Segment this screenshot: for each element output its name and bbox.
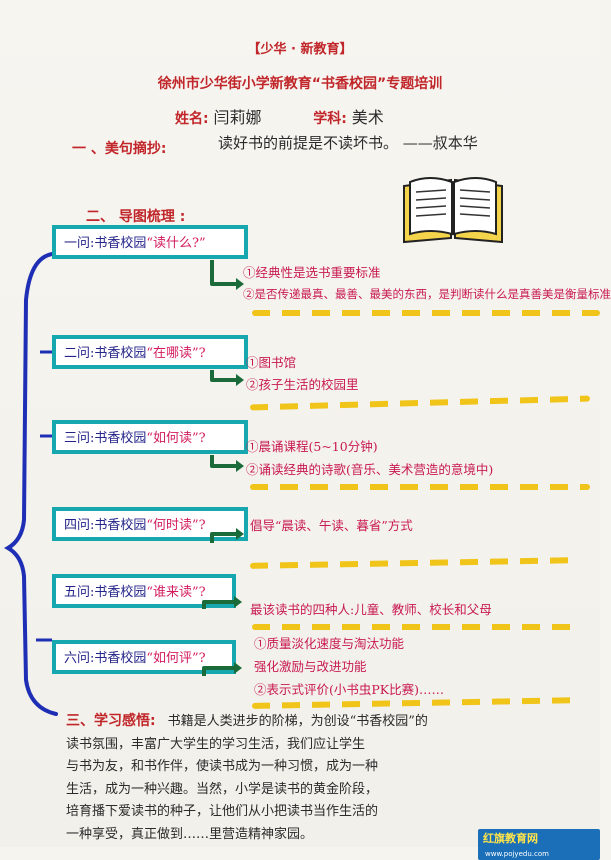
author-meta: 姓名: 闫莉娜 学科: 美术 [175, 104, 384, 128]
question-3-focus: “如何读”? [146, 431, 206, 446]
page-title: 徐州市少华街小学新教育“书香校园”专题培训 [157, 76, 443, 92]
question-4-prefix: 四问:书香校园 [64, 518, 147, 533]
section1-heading: 一 、美句摘抄: [72, 141, 167, 157]
name-label: 姓名: [175, 111, 209, 127]
reflection-line-6: 一种享受，真正做到……里营造精神家园。 [66, 826, 314, 842]
separator-3 [250, 484, 590, 490]
question-5-prefix: 五问:书香校园 [64, 585, 147, 600]
question-box-1: 一问:书香校园“读什么?” [52, 225, 248, 259]
subject-value: 美术 [351, 108, 384, 127]
answer-5-line-1: 最该读书的四种人:儿童、教师、校长和父母 [250, 602, 492, 617]
reflection-block: 三、学习感悟: 书籍是人类进步的阶梯，为创设“书香校园”的 读书氛围，丰富广大学生… [66, 710, 536, 847]
question-1-prefix: 一问:书香校园 [64, 236, 147, 251]
watermark-logo: 红旗教育网 www.pojyedu.com [478, 829, 600, 860]
section3-heading: 三、学习感悟: [66, 713, 156, 729]
question-4-focus: “何时读”? [146, 518, 206, 533]
question-5-focus: “谁来读”? [146, 585, 206, 600]
mindmap-brace [3, 252, 58, 716]
header-tag: 【少华 · 新教育】 [247, 42, 353, 57]
answer-2-line-2: ②孩子生活的校园里 [246, 377, 359, 392]
answer-3-line-2: ②诵读经典的诗歌(音乐、美术营造的意境中) [246, 462, 494, 477]
answer-4-line-1: 倡导“晨读、午读、暮省”方式 [250, 518, 413, 533]
reflection-line-4: 生活，成为一种兴趣。当然，小学是读书的黄金阶段， [66, 781, 379, 797]
name-value: 闫莉娜 [213, 108, 262, 127]
reflection-line-1: 书籍是人类进步的阶梯，为创设“书香校园”的 [167, 714, 428, 729]
separator-1 [252, 310, 600, 316]
separator-5 [252, 624, 582, 630]
question-2-focus: “在哪读”? [146, 346, 206, 361]
question-6-prefix: 六问:书香校园 [64, 651, 147, 666]
reflection-line-3: 与书为友，和书作伴，使读书成为一种习惯，成为一种 [66, 759, 379, 775]
reflection-line-2: 读书氛围，丰富广大学生的学习生活，我们应让学生 [66, 736, 366, 752]
answer-1-line-2: ②是否传递最真、最善、最美的东西，是判断读什么是真善美是衡量标准 [243, 287, 611, 301]
answer-6-line-2: 强化激励与改进功能 [254, 659, 367, 674]
question-6-focus: “如何评”? [146, 651, 206, 666]
watermark-url: www.pojyedu.com [485, 850, 549, 858]
question-box-3: 三问:书香校园“如何读”? [52, 420, 248, 454]
quote-text: 读好书的前提是不读坏书。 ——叔本华 [218, 134, 478, 152]
subject-label: 学科: [313, 111, 347, 127]
answer-6-line-1: ①质量淡化速度与淘汰功能 [254, 636, 405, 651]
answer-6-line-3: ②表示式评价(小书虫PK比赛)…… [254, 682, 445, 697]
reflection-line-5: 培育播下爱读书的种子，让他们从小把读书当作生活的 [66, 804, 379, 820]
section2-heading: 二、 导图梳理 : [86, 209, 186, 225]
answer-3-line-1: ①晨诵课程(5~10分钟) [246, 439, 378, 454]
connector-arrows [202, 260, 244, 676]
question-1-focus: “读什么?” [146, 236, 206, 251]
answer-2-line-1: ①图书馆 [246, 355, 297, 370]
open-book-icon [403, 177, 503, 244]
question-2-prefix: 二问:书香校园 [64, 346, 147, 361]
question-box-2: 二问:书香校园“在哪读”? [52, 335, 248, 369]
answer-1-line-1: ①经典性是选书重要标准 [243, 265, 381, 280]
watermark-text: 红旗教育网 [483, 832, 538, 845]
question-3-prefix: 三问:书香校园 [64, 431, 147, 446]
question-box-6: 六问:书香校园“如何评”? [52, 640, 236, 674]
